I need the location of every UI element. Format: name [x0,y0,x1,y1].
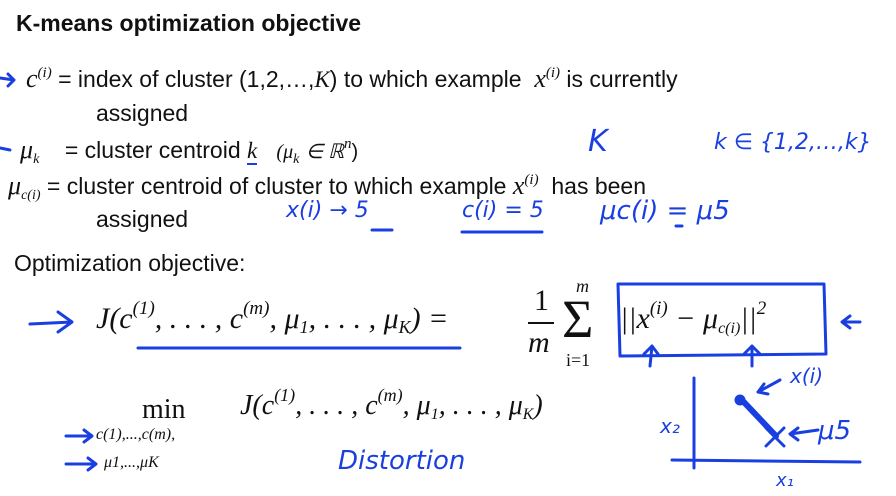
plot-arrow-mu [788,426,820,442]
def-c-line: c(i) = index of cluster (1,2,…,K) to whi… [26,64,678,94]
muc-x-sup: (i) [524,172,539,188]
norm-term: ||x(i) − μc(i)||2 [620,298,766,337]
arrow-up-mu [742,344,762,368]
mu-paren-close: ) [351,141,359,163]
min-expr-mid2: , μ [402,390,431,421]
hand-k-set: k ∈ {1,2,…,k} [714,130,872,155]
min-expr-sub1: 1 [430,406,439,423]
mu-paren: (μ [276,141,294,163]
formula-lhs: J(c [96,302,133,335]
x-sup: (i) [545,65,561,81]
min-sub2: μ1,...,μK [104,454,159,471]
mu-paren-sub: k [293,152,300,167]
c-def-text3: is currently [566,66,678,92]
slide-title: K-means optimization objective [16,10,362,36]
c-sup: (i) [37,65,52,81]
arrow-up-x [642,344,660,368]
c-def-K: K [314,67,330,92]
formula-mid3: , . . . , μ [308,302,399,335]
c-def-assigned: assigned [96,100,189,126]
fraction-den: m [528,326,550,359]
hand-K: K [588,124,608,159]
formula-mid: , . . . , c [154,302,244,335]
mu-paren-sup: n [343,136,352,152]
muc-def-text2: has been [551,173,646,199]
fraction-bar [528,322,554,324]
def-muc-line: μc(i) = cluster centroid of cluster to w… [8,171,646,203]
mu-sub: k [33,152,40,167]
min-expr-mid: , . . . , c [295,390,378,421]
c-def-text2: ) to which example [329,66,522,92]
mu-def-text: = cluster centroid [64,137,241,163]
norm-sub: c(i) [718,320,741,337]
muc-sub: c(i) [21,188,41,203]
arrow-mu-def [0,146,12,152]
min-sub1: c(1),...,c(m), [96,426,176,443]
objective-formula: J(c(1), . . . , c(m), μ1, . . . , μK) = [96,298,449,337]
objective-label: Optimization objective: [14,250,246,276]
norm-sup: (i) [649,298,668,319]
muc-def-assigned: assigned [96,206,189,232]
hand-distortion: Distortion [338,446,466,476]
formula-mid2: , μ [269,302,300,335]
arrow-box-right [840,314,862,330]
arrow-formula-left [28,310,74,334]
plot-line [737,395,779,439]
formula-sub1: 1 [299,317,309,337]
min-expr-mid3: , . . . , μ [438,390,523,421]
min-label: min [142,394,186,425]
muc-symbol: μ [8,171,22,200]
plot-point-x [734,394,746,406]
c-def-text: = index of cluster (1,2,…, [58,66,315,92]
norm-open: ||x [620,302,650,335]
hand-c-eq-5: c(i) = 5 [462,198,544,223]
norm-close: || [740,302,757,335]
fraction-num: 1 [534,284,549,317]
min-expr: J(c(1), . . . , c(m), μ1, . . . , μK) [240,385,543,423]
min-expr-sup1: (1) [274,385,296,405]
mu-def-k: k [247,138,258,165]
arrow-c-def [0,72,16,88]
hand-plot-x: x(i) [790,364,823,388]
x-symbol: x [534,64,546,93]
hand-plot-mu: μ5 [818,416,852,446]
hand-mu-c-eq: μc(i) = μ5 [600,196,730,226]
min-expr-sup2: (m) [377,385,403,405]
muc-def-text: = cluster centroid of cluster to which e… [46,173,507,199]
min-expr-open: J(c [240,390,275,421]
hand-x2: x₂ [660,414,680,438]
hand-x1: x₁ [776,470,794,491]
norm-pow: 2 [756,298,767,319]
sum-symbol: Σ [562,289,594,349]
sum-bottom: i=1 [566,350,591,370]
hand-x-to-5: x(i) → 5 [286,198,369,223]
plot-arrow-x [756,378,782,396]
formula-eq: ) = [410,302,449,335]
arrow-min-sub1 [64,428,94,444]
norm-mid: − μ [675,302,719,335]
plot-cross-mu [764,426,786,448]
mu-paren-rest: ∈ ℝ [305,141,344,163]
c-symbol: c [26,64,38,93]
muc-x: x [512,171,525,200]
plot-x-axis [670,458,862,464]
mu-symbol: μ [20,135,34,164]
formula-sup1: (1) [132,298,155,319]
arrow-min-sub2 [64,456,98,472]
min-expr-sub2: K [522,406,534,423]
formula-sup2: (m) [243,298,270,319]
formula-sub2: K [398,317,411,337]
min-expr-close: ) [533,390,543,421]
sum-top: m [576,276,589,296]
def-mu-line: μk = cluster centroid k (μk ∈ ℝn) [20,135,359,167]
